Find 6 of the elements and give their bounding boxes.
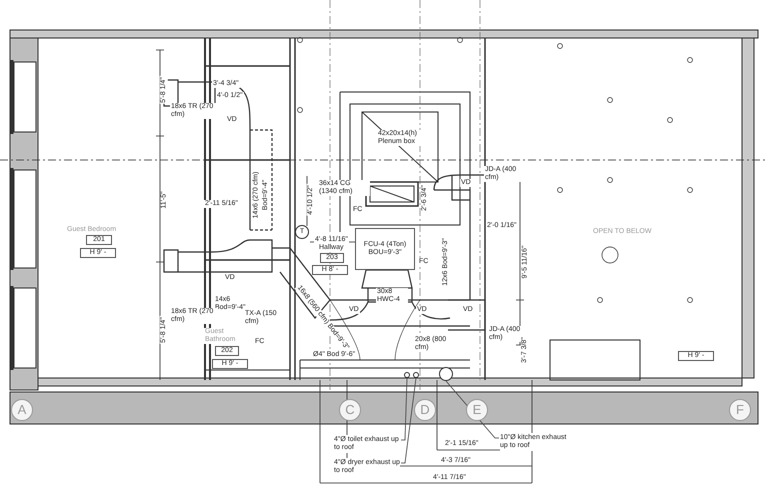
leader-line (446, 380, 500, 438)
leader-line (400, 378, 416, 464)
leader-line (400, 378, 408, 440)
exhaust-duct-circle (439, 367, 453, 381)
exhaust-duct-circle (404, 372, 410, 378)
exhaust-duct-circle (413, 372, 419, 378)
